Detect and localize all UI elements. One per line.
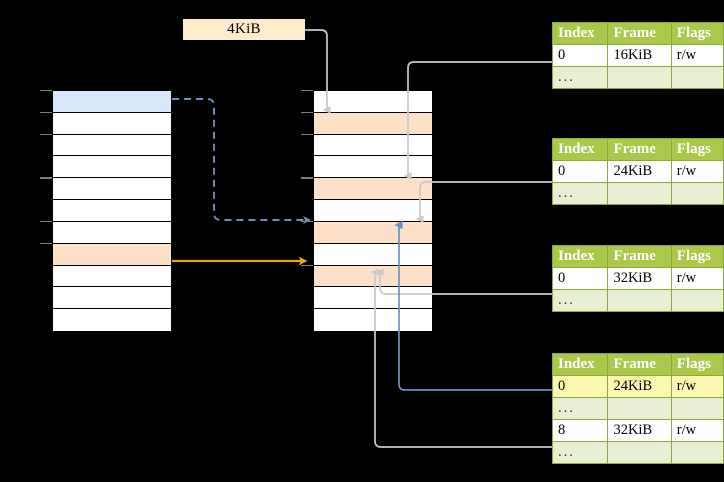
virtual-memory-cell-8 (53, 265, 171, 288)
cell-index: ... (551, 397, 609, 420)
virtual-memory-tick-7 (40, 242, 52, 245)
cell-index: 0 (551, 267, 609, 290)
physical-memory-cell-4 (314, 178, 432, 201)
physical-memory-cell-5 (314, 200, 432, 222)
physical-memory-cell-0 (314, 91, 432, 113)
virtual-address-space-column (52, 90, 172, 331)
column-header-index: Index (551, 245, 609, 268)
column-header-index: Index (551, 138, 609, 161)
table-row[interactable]: ... (551, 397, 724, 420)
virtual-memory-tick-4 (40, 177, 52, 179)
table-row[interactable]: ... (551, 182, 724, 205)
page-size-label: 4KiB (183, 19, 305, 40)
virtual-memory-tick-0 (40, 90, 52, 92)
virtual-memory-tick-1 (40, 111, 52, 114)
cell-flags: r/w (670, 267, 724, 290)
column-header-flags: Flags (670, 138, 724, 161)
cell-flags: r/w (670, 44, 724, 67)
column-header-frame: Frame (607, 245, 672, 268)
physical-memory-tick-0 (301, 90, 313, 92)
cell-frame (607, 182, 672, 205)
physical-memory-column (313, 90, 433, 331)
physical-memory-cell-10 (314, 309, 432, 331)
physical-memory-tick-2 (301, 133, 313, 136)
column-header-flags: Flags (670, 353, 724, 376)
cell-frame (607, 289, 672, 312)
virtual-memory-tick-6 (40, 220, 52, 223)
virtual-memory-cell-7 (53, 243, 171, 266)
virtual-memory-cell-6 (53, 221, 171, 244)
column-header-index: Index (551, 353, 609, 376)
physical-memory-cell-9 (314, 287, 432, 310)
column-header-flags: Flags (670, 22, 724, 45)
cell-index: 0 (551, 160, 609, 183)
cell-frame: 24KiB (607, 375, 672, 398)
virtual-memory-cell-4 (53, 178, 171, 201)
virtual-memory-cell-1 (53, 112, 171, 135)
cell-frame: 32KiB (607, 419, 672, 442)
physical-memory-cell-7 (314, 243, 432, 266)
cell-frame: 24KiB (607, 160, 672, 183)
cell-flags (670, 182, 724, 205)
virtual-memory-tick-2 (40, 133, 52, 136)
virtual-memory-cell-9 (53, 287, 171, 310)
column-header-frame: Frame (607, 138, 672, 161)
physical-memory-cell-1 (314, 112, 432, 135)
virtual-memory-cell-5 (53, 200, 171, 222)
cell-frame: 16KiB (607, 44, 672, 67)
cell-index: ... (551, 66, 609, 89)
table-row[interactable]: ... (551, 289, 724, 312)
cell-frame (607, 66, 672, 89)
virtual-memory-cell-2 (53, 134, 171, 157)
table-row[interactable]: ... (551, 66, 724, 89)
cell-index: 8 (551, 419, 609, 442)
cell-index: ... (551, 182, 609, 205)
physical-memory-cell-3 (314, 156, 432, 179)
physical-memory-tick-1 (301, 111, 313, 114)
physical-memory-tick-4 (301, 177, 313, 179)
cell-flags (670, 441, 724, 464)
cell-frame (607, 397, 672, 420)
physical-memory-cell-8 (314, 265, 432, 288)
cell-index: 0 (551, 375, 609, 398)
cell-frame (607, 441, 672, 464)
cell-index: 0 (551, 44, 609, 67)
virtual-memory-cell-10 (53, 309, 171, 331)
cell-flags (670, 66, 724, 89)
column-header-flags: Flags (670, 245, 724, 268)
virtual-memory-cell-3 (53, 156, 171, 179)
table-row[interactable]: ... (551, 441, 724, 464)
cell-index: ... (551, 441, 609, 464)
cell-frame: 32KiB (607, 267, 672, 290)
cell-flags (670, 397, 724, 420)
cell-flags: r/w (670, 419, 724, 442)
physical-memory-cell-2 (314, 134, 432, 157)
physical-memory-cell-6 (314, 221, 432, 244)
physical-memory-tick-8 (301, 264, 313, 266)
physical-memory-tick-6 (301, 220, 313, 223)
column-header-index: Index (551, 22, 609, 45)
cell-flags: r/w (670, 375, 724, 398)
cell-flags: r/w (670, 160, 724, 183)
cell-index: ... (551, 289, 609, 312)
column-header-frame: Frame (607, 22, 672, 45)
virtual-memory-cell-0 (53, 91, 171, 113)
cell-flags (670, 289, 724, 312)
column-header-frame: Frame (607, 353, 672, 376)
